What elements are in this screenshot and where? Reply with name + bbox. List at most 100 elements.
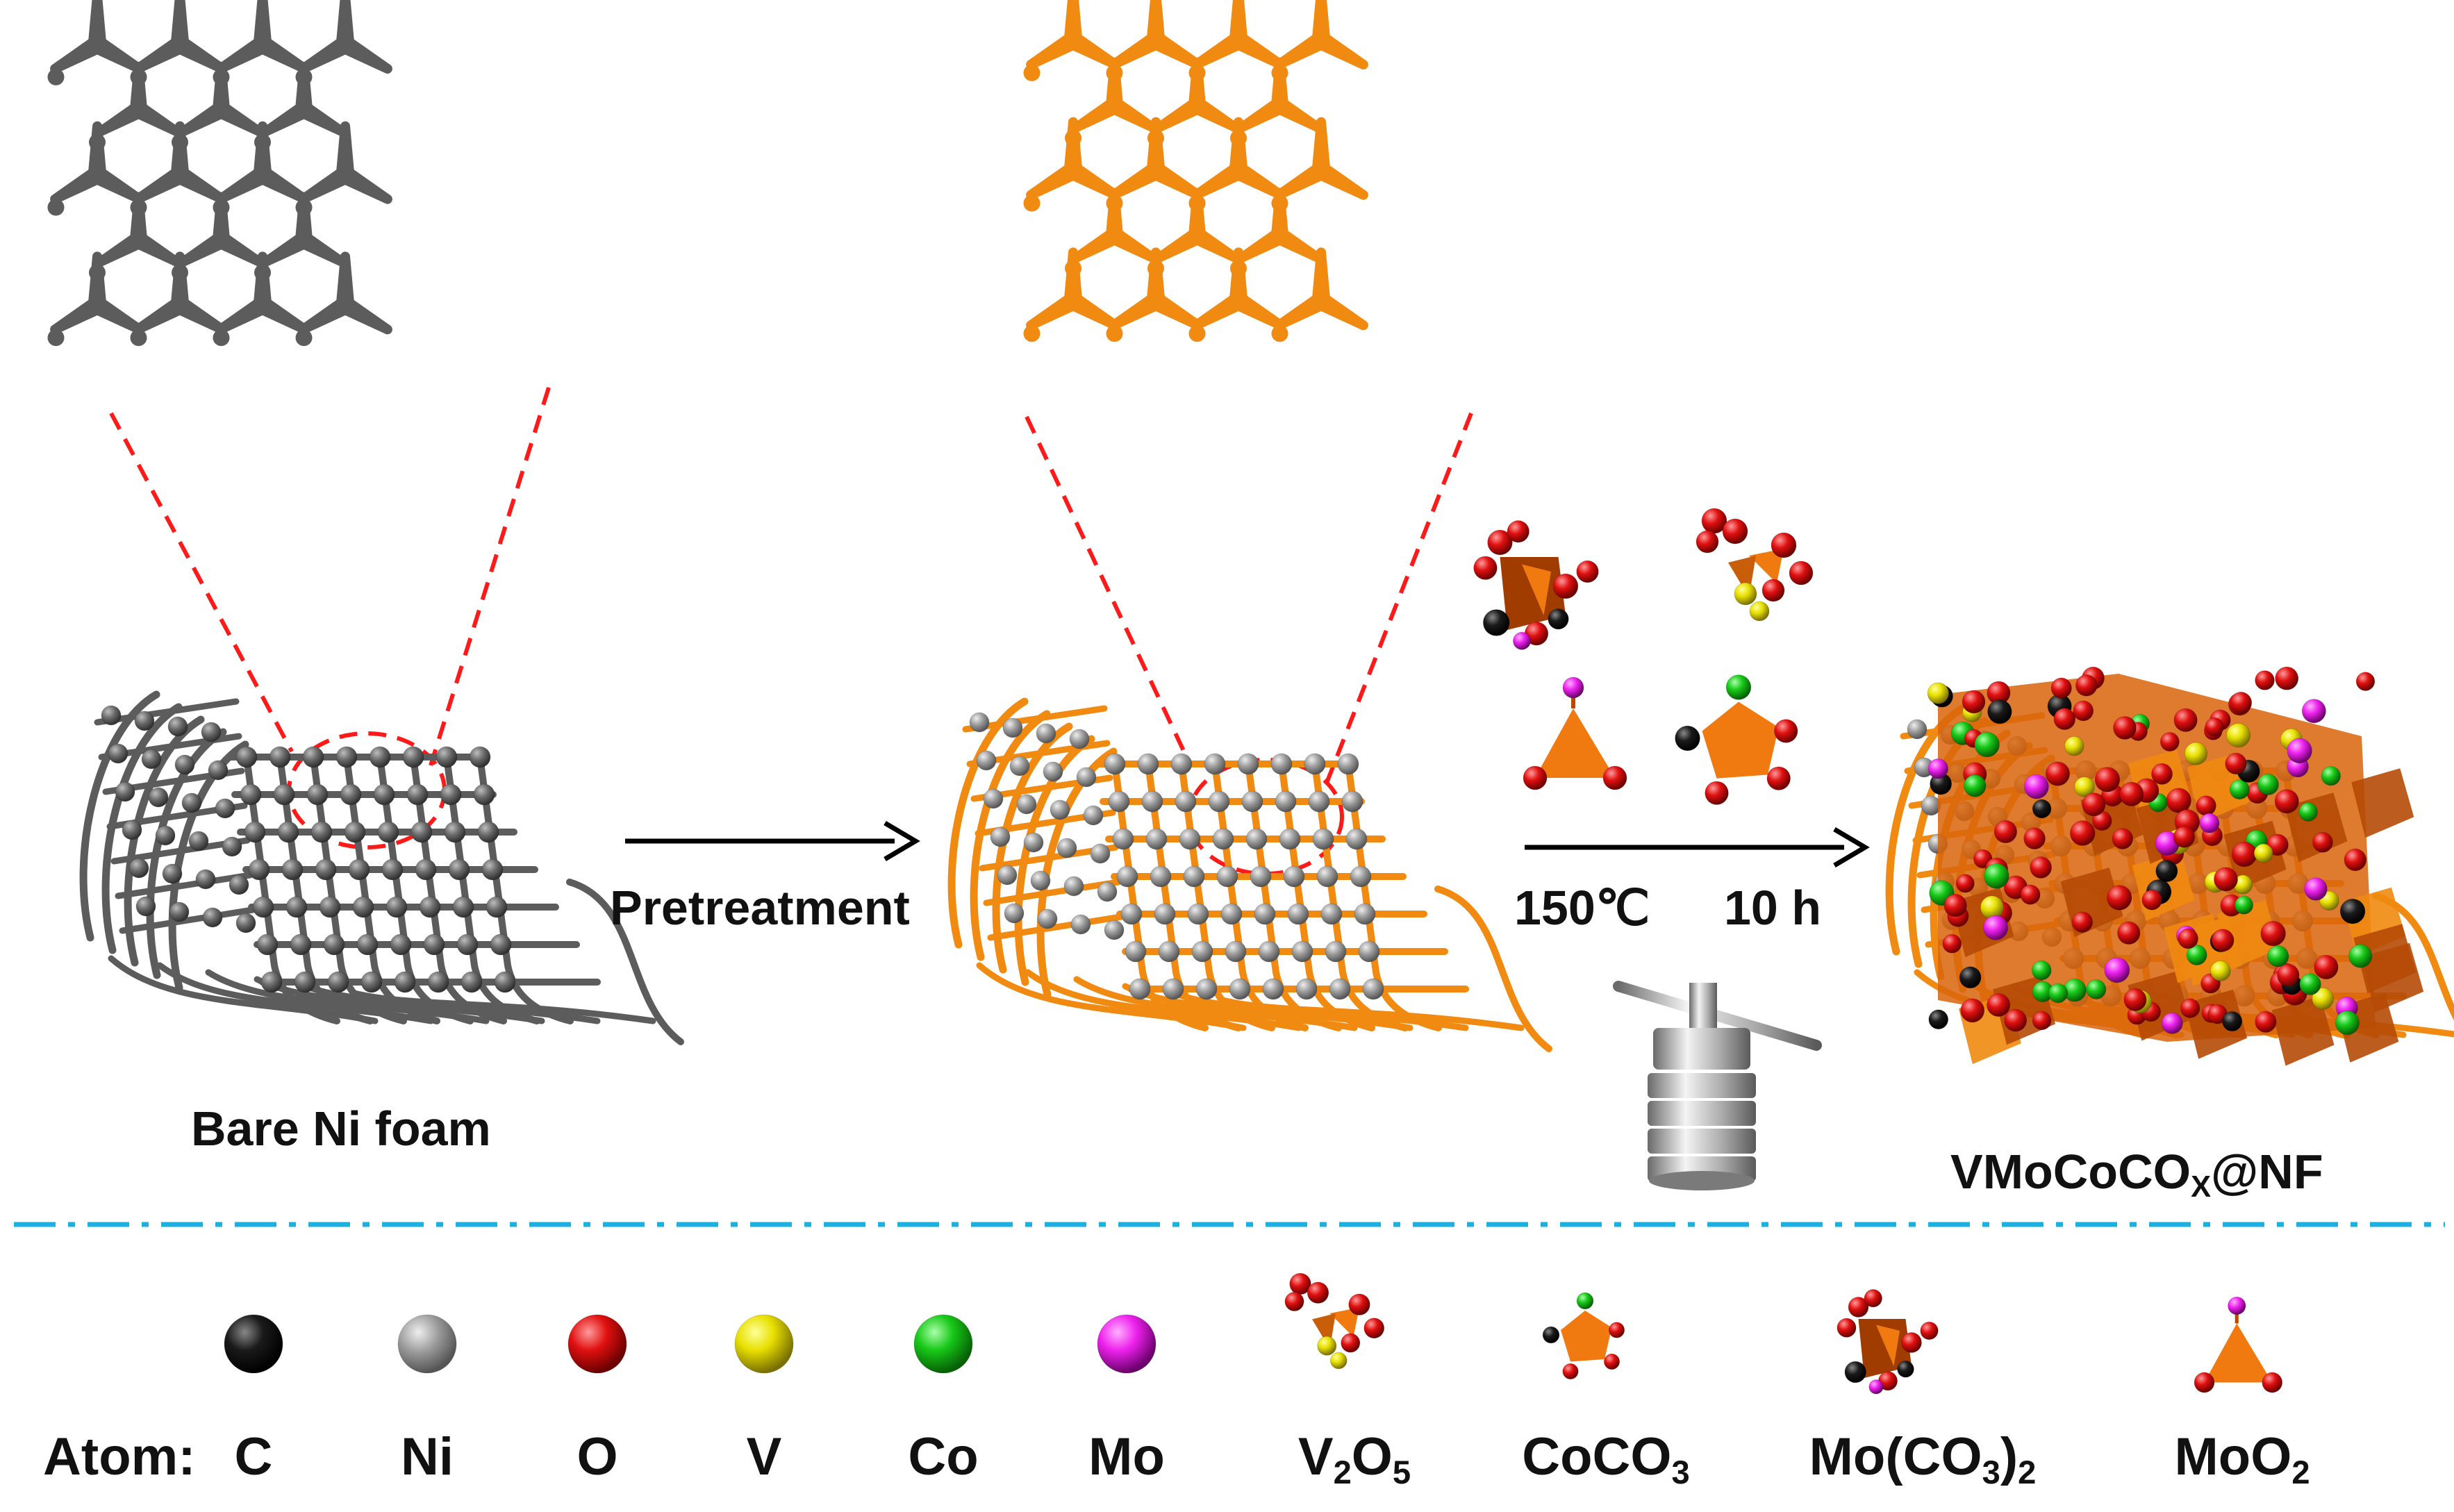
lattice-node [171,35,189,53]
lattice-node [336,165,354,184]
coating-atom [2178,928,2199,949]
lattice-node [254,165,272,184]
legend-label-co: Co [908,1427,979,1486]
foam-bottom-rod [156,962,434,1024]
coating-atom [2312,987,2335,1010]
legend-label-o: O [577,1427,618,1486]
ni-atom [174,754,195,775]
pretreatment-arrow [625,820,920,862]
ni-atom [1112,828,1134,850]
lattice-joint [1188,194,1206,212]
lattice-joint [47,329,65,347]
oxygen-atom [1341,1333,1361,1353]
ni-atom [1070,914,1091,935]
lattice-joint [254,133,271,151]
coating-atom [2050,677,2072,699]
lattice-node [1064,161,1082,180]
ni-atom [306,783,329,806]
molybdenum-atom [2228,1296,2246,1315]
coating-atom [2225,752,2247,775]
ni-atom [1116,865,1138,888]
lattice-node [88,296,106,315]
ni-atom [1208,790,1230,813]
coating-atom [2260,920,2287,947]
ni-atom [469,746,491,768]
pretreatment-label: Pretreatment [610,881,910,935]
ni-atom [235,746,258,768]
cobalt-atom [1576,1292,1594,1310]
coating-atom [2053,708,2076,731]
foam-curl-bar [987,913,1125,941]
ni-atom [310,821,333,843]
ni-atom [1237,753,1259,775]
ni-atom [1076,767,1097,788]
lattice-joint [47,199,65,216]
autoclave-icon [1613,981,1822,1190]
coating-atom [1927,682,1950,704]
lattice-node [254,35,272,53]
ni-atom [1145,828,1168,850]
ni-atom [1195,978,1218,1000]
foam-curl-bar [115,872,254,899]
ni-atom [1108,790,1130,813]
ni-atom [377,821,399,843]
lattice-node [212,231,231,249]
coating-atom [2173,826,2196,848]
lattice-joint [1147,260,1164,277]
legend-label-c: C [234,1427,273,1486]
lattice-joint [89,264,106,281]
reactant-v2o5 [1696,508,1814,622]
lattice-joint [1147,129,1164,147]
foam-bottom-rod [205,969,490,1024]
ni-atom [385,896,408,918]
oxygen-atom [1608,1322,1625,1338]
autoclave-ring [1648,1101,1756,1126]
ni-atom [1069,729,1090,749]
ni-atom [436,746,458,768]
ni-atom [444,821,466,843]
carbon-atom [1542,1326,1560,1344]
vanadium-atom [1329,1352,1348,1370]
ni-atom [108,743,128,764]
ni-atom [1254,903,1276,925]
foam-bottom-rod [108,955,379,1024]
molybdenum-atom [1562,676,1584,699]
ni-atom [1358,940,1380,963]
ni-atom [1225,940,1247,963]
coating-atom [2032,1011,2052,1031]
oxygen-atom [1837,1318,1857,1338]
coating-atom [2119,781,2144,806]
foam-curl-rod [947,697,1029,949]
foam-tail-rod [2372,892,2454,1021]
lattice-joint [213,329,230,347]
lattice-node [1147,31,1165,49]
ni-atom [195,869,216,890]
ni-atom [381,858,404,881]
coating-atom [1993,820,2018,844]
coating-atom [1980,895,2005,920]
coating-atom [1963,774,1987,797]
ni-atom [969,712,990,733]
lattice-joint [89,133,106,151]
coating-atom [2075,674,2098,697]
ni-atom [285,896,308,918]
arrow-head [1833,826,1870,868]
ni-atom [1275,790,1297,813]
foam-curl-rod [970,710,1051,961]
ni-atom [344,821,366,843]
ni-atom [244,821,266,843]
product-label: VMoCoCOX@NF [1950,1145,2323,1204]
ni-atom [1120,903,1143,925]
ni-atom [1104,920,1125,940]
lattice-node [129,100,148,119]
ni-atom [976,750,997,771]
foam-curl-bar [983,879,1122,906]
vanadium-atom [1734,582,1757,606]
lattice-joint [1271,325,1288,342]
oxygen-atom [1901,1332,1922,1353]
lattice-node [1270,226,1289,245]
coating-atom [2150,763,2173,785]
coating-atom [1955,874,1975,893]
